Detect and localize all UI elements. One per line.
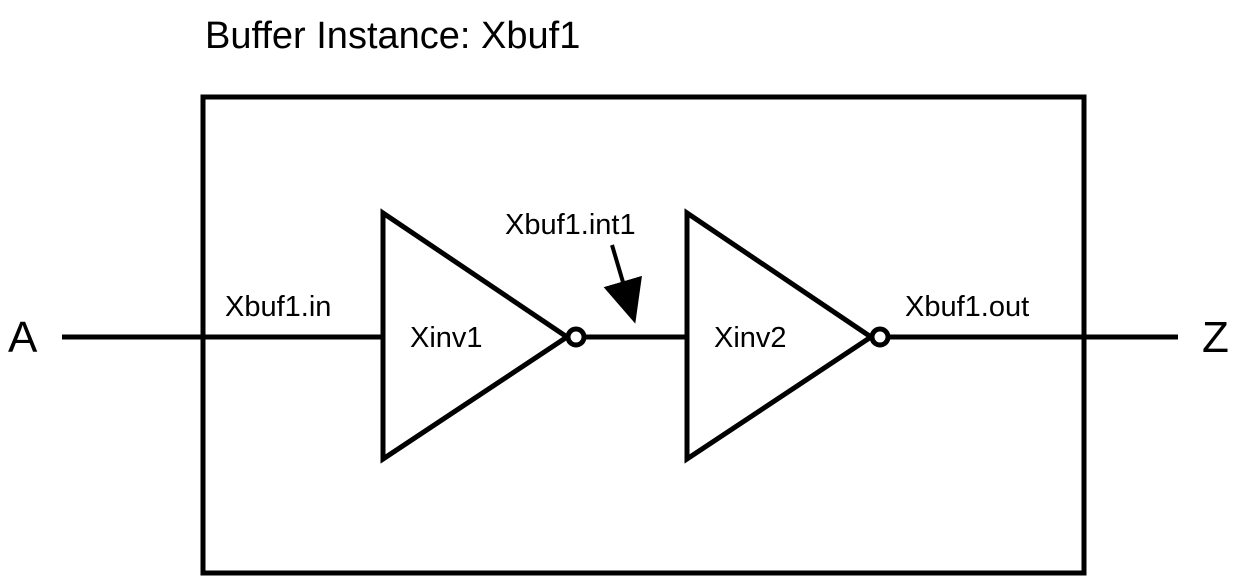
inverter1-triangle: [380, 208, 572, 464]
inverter2-label: Xinv2: [714, 322, 787, 354]
inverter1-label: Xinv1: [410, 322, 483, 354]
output-net-label: Xbuf1.out: [905, 291, 1029, 323]
inverter1-bubble: [565, 326, 587, 348]
diagram-title: Buffer Instance: Xbuf1: [205, 15, 580, 57]
internal-net-arrow: [603, 244, 642, 324]
input-port-label: A: [8, 313, 38, 362]
internal-net-label: Xbuf1.int1: [505, 209, 636, 241]
input-net-label: Xbuf1.in: [225, 291, 331, 323]
inverter2-triangle: [684, 208, 876, 464]
inverter2-bubble: [869, 326, 891, 348]
output-port-label: Z: [1202, 313, 1229, 362]
